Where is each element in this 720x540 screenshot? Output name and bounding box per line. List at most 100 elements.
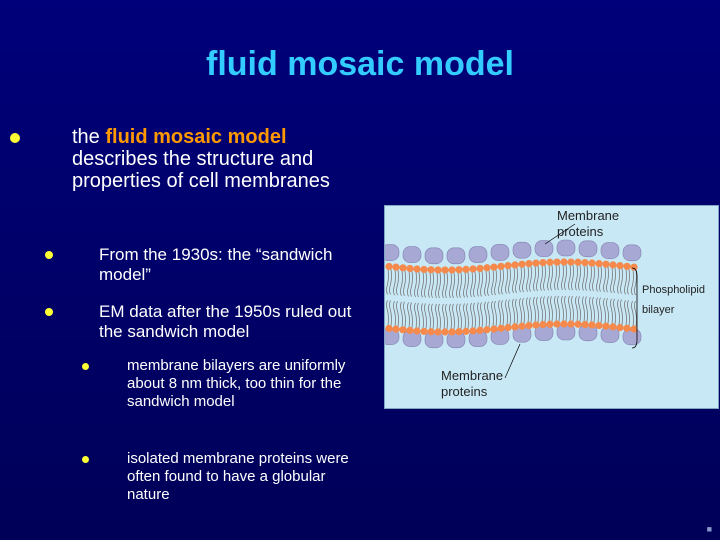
lipid-head-bottom — [518, 322, 526, 330]
lipid-head-bottom — [630, 325, 638, 333]
bullet-main: the fluid mosaic model describes the str… — [10, 126, 372, 192]
lipid-head-bottom — [483, 326, 491, 334]
lipid-head-top — [434, 266, 442, 274]
label-top-line1: Membrane — [557, 208, 619, 223]
lipid-head-bottom — [511, 323, 519, 331]
lipid-head-top — [525, 259, 533, 268]
lipid-tail-top — [610, 264, 616, 294]
lipid-head-bottom — [406, 326, 414, 335]
lipid-tail-bottom — [470, 302, 476, 332]
lipid-head-top — [504, 262, 512, 270]
lipid-tail-top — [568, 261, 574, 291]
lipid-head-top — [630, 263, 638, 271]
label-bottom-line1: Membrane — [441, 368, 503, 383]
bullet-dot — [82, 456, 89, 463]
label-side-line2: bilayer — [642, 304, 675, 316]
lipid-head-top — [476, 264, 484, 272]
lipid-head-bottom — [490, 325, 498, 333]
lipid-tail-bottom — [456, 303, 462, 332]
bullet-text: EM data after the 1950s ruled out the sa… — [99, 302, 352, 341]
lipid-tail-top — [449, 269, 455, 299]
lipid-tail-top — [589, 262, 595, 292]
lipid-head-top — [420, 265, 428, 274]
lipid-tail-bottom — [386, 300, 392, 329]
lipid-head-bottom — [420, 327, 428, 336]
lipid-head-bottom — [574, 320, 582, 328]
lipid-head-top — [441, 266, 449, 274]
lipid-head-top — [511, 261, 519, 269]
lipid-head-bottom — [434, 328, 442, 336]
bullet-dot — [45, 251, 53, 259]
lipid-head-top — [469, 265, 477, 273]
lipid-head-top — [448, 266, 456, 274]
lipid-head-bottom — [448, 328, 456, 336]
protein-top-blob — [512, 241, 532, 259]
leader-line-top — [544, 223, 576, 245]
bullet-bilayer-thickness: membrane bilayers are uniformly about 8 … — [82, 357, 352, 411]
top-proteins — [385, 239, 642, 265]
lipid-head-bottom — [602, 322, 610, 330]
lipid-head-top — [553, 258, 561, 266]
lipid-tail-top — [393, 267, 399, 296]
lipid-head-bottom — [560, 320, 568, 328]
bullet-sandwich-history: From the 1930s: the “sandwich model” — [45, 245, 369, 285]
bullet-main-rest: describes the structure and properties o… — [72, 148, 330, 192]
lipid-head-top — [539, 258, 547, 267]
lipid-head-bottom — [532, 321, 540, 329]
bullet-em-data: EM data after the 1950s ruled out the sa… — [45, 302, 369, 342]
membrane-figure: Membrane proteins Membrane proteins Phos… — [384, 205, 719, 409]
lipid-head-bottom — [553, 320, 561, 328]
bullet-main-prefix: the — [72, 126, 106, 148]
lipid-head-bottom — [581, 320, 589, 329]
lipid-head-top — [490, 263, 498, 271]
lipid-tail-top — [477, 268, 483, 297]
lipid-head-bottom — [385, 324, 393, 333]
bottom-proteins — [385, 323, 642, 349]
lipid-tail-bottom — [617, 299, 623, 328]
lipid-tail-top — [617, 265, 623, 294]
lipid-tail-bottom — [477, 302, 483, 331]
lipid-tail-bottom — [442, 303, 448, 333]
protein-top-blob — [385, 244, 400, 261]
lipid-head-top — [581, 258, 589, 267]
lipid-tail-top — [470, 268, 476, 298]
bilayer-bracket — [631, 267, 638, 349]
lipid-head-bottom — [399, 326, 407, 334]
lipid-head-bottom — [588, 321, 596, 329]
lipid-head-top — [623, 262, 631, 270]
lipid-tail-bottom — [624, 300, 630, 329]
lipid-head-bottom — [462, 327, 470, 335]
lipid-head-bottom — [567, 320, 575, 328]
lipid-tail-bottom — [526, 297, 532, 326]
lipid-head-top — [595, 259, 603, 268]
lipid-head-top — [427, 266, 435, 274]
lipid-head-top — [399, 264, 407, 272]
lipid-head-bottom — [392, 325, 400, 333]
lipid-tail-bottom — [428, 303, 434, 332]
lipid-head-bottom — [525, 321, 533, 330]
bullet-dot — [82, 363, 89, 370]
lipid-tail-bottom — [568, 295, 574, 325]
lipid-tails — [386, 261, 637, 333]
lipid-tail-bottom — [631, 300, 637, 330]
lipid-head-top — [518, 260, 526, 268]
lipid-tail-top — [491, 267, 497, 296]
label-bottom-line2: proteins — [441, 384, 488, 399]
lipid-tail-bottom — [407, 302, 413, 331]
lipid-tail-bottom — [414, 302, 420, 332]
leader-line-bottom — [504, 343, 521, 379]
lipid-tail-top — [428, 269, 434, 298]
lipid-tail-bottom — [400, 301, 406, 330]
lipid-head-top — [588, 259, 596, 267]
lipid-tail-bottom — [463, 303, 469, 332]
lipid-tail-bottom — [589, 296, 595, 326]
lipid-tail-bottom — [512, 298, 518, 327]
lipid-tail-top — [561, 261, 567, 291]
lipid-tail-bottom — [561, 295, 567, 325]
protein-top-blob — [468, 246, 488, 263]
lipid-head-top — [455, 266, 463, 274]
lipid-head-bottom — [427, 328, 435, 336]
lipid-tail-top — [463, 269, 469, 298]
lipid-head-bottom — [455, 328, 463, 336]
membrane-diagram: Membrane proteins Membrane proteins Phos… — [385, 208, 705, 399]
